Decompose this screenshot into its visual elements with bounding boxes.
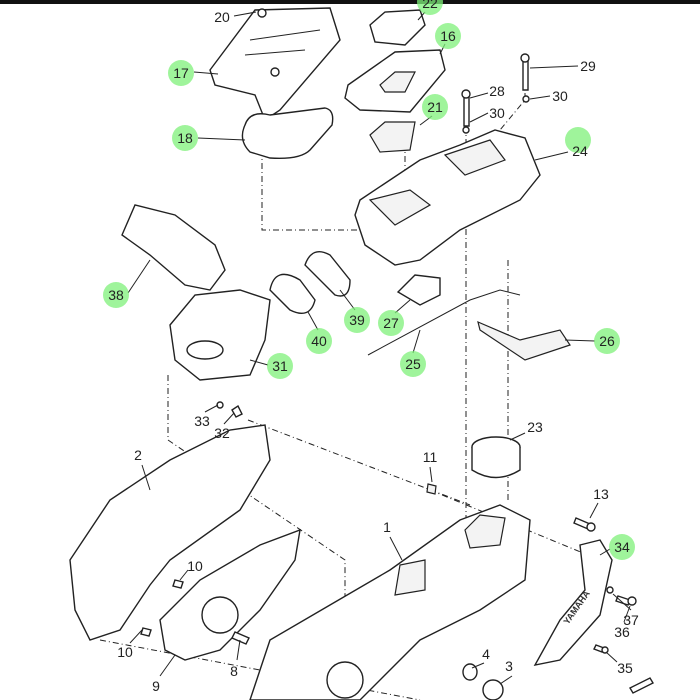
air-filter-cover-17 bbox=[209, 7, 341, 122]
callout-1: 1 bbox=[383, 519, 391, 535]
callout-33: 33 bbox=[194, 413, 210, 429]
callout-34: 34 bbox=[614, 539, 630, 555]
callout-27: 27 bbox=[383, 315, 399, 331]
gasket-22 bbox=[369, 9, 426, 46]
callout-highlights bbox=[103, 0, 635, 560]
callout-18: 18 bbox=[177, 130, 193, 146]
callout-26: 26 bbox=[599, 333, 615, 349]
duct-31-port bbox=[186, 340, 224, 360]
dowel-11 bbox=[426, 483, 437, 495]
crankcase-cover-1 bbox=[249, 504, 531, 700]
callout-24: 24 bbox=[572, 143, 588, 159]
gasket-27 bbox=[396, 274, 441, 306]
top-edge-bar bbox=[0, 0, 700, 4]
intake-duct-38 bbox=[121, 204, 226, 291]
callout-38: 38 bbox=[108, 287, 124, 303]
callout-10: 10 bbox=[117, 644, 133, 660]
callout-28: 28 bbox=[489, 83, 505, 99]
callout-8: 8 bbox=[230, 663, 238, 679]
callout-3: 3 bbox=[505, 658, 513, 674]
callout-40: 40 bbox=[311, 333, 327, 349]
callout-31: 31 bbox=[272, 358, 288, 374]
callout-32: 32 bbox=[214, 425, 230, 441]
cover-9-hole bbox=[201, 596, 239, 634]
callout-35: 35 bbox=[617, 660, 633, 676]
callout-17: 17 bbox=[173, 65, 189, 81]
joint-23 bbox=[471, 436, 521, 479]
callout-30: 30 bbox=[552, 88, 568, 104]
callout-2: 2 bbox=[134, 447, 142, 463]
callout-21: 21 bbox=[427, 99, 443, 115]
callout-25: 25 bbox=[405, 356, 421, 372]
filter-element-16 bbox=[344, 49, 446, 113]
callout-39: 39 bbox=[349, 312, 365, 328]
callout-13: 13 bbox=[593, 486, 609, 502]
hose-25 bbox=[367, 289, 521, 356]
callout-22: 22 bbox=[422, 0, 438, 11]
callout-9: 9 bbox=[152, 678, 160, 694]
callout-23: 23 bbox=[527, 419, 543, 435]
gasket-18 bbox=[241, 107, 334, 160]
joint-39 bbox=[304, 251, 351, 297]
callout-30: 30 bbox=[489, 105, 505, 121]
seal-26 bbox=[477, 320, 571, 361]
gasket-2 bbox=[69, 424, 271, 641]
small-parts bbox=[140, 517, 654, 700]
callout-36: 36 bbox=[614, 624, 630, 640]
leader-lines bbox=[127, 11, 632, 685]
duct-31 bbox=[169, 289, 271, 381]
air-box-case-24 bbox=[354, 129, 541, 266]
callout-11: 11 bbox=[423, 449, 438, 465]
callout-37: 37 bbox=[623, 612, 639, 628]
callout-20: 20 bbox=[214, 9, 230, 25]
callout-29: 29 bbox=[580, 58, 596, 74]
callout-10: 10 bbox=[187, 558, 203, 574]
joint-21 bbox=[369, 121, 416, 153]
callout-labels: 20 22 16 17 18 21 28 29 30 30 24 38 40 3… bbox=[108, 0, 639, 694]
callout-16: 16 bbox=[440, 28, 456, 44]
bolts-32-33 bbox=[216, 401, 243, 418]
callout-4: 4 bbox=[482, 646, 490, 662]
bolts-28-29 bbox=[461, 53, 530, 134]
clamp-40 bbox=[269, 273, 316, 314]
